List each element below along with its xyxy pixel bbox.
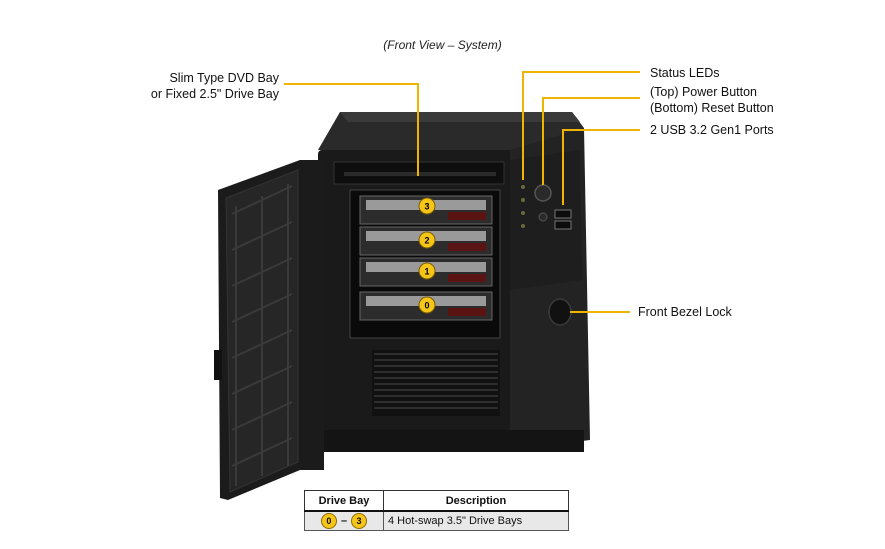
drive-badge-3: 3 (418, 197, 436, 215)
bezel-lock (548, 298, 572, 326)
power-button (534, 184, 552, 202)
legend-header-drive-bay: Drive Bay (304, 490, 384, 512)
badge-to: 3 (351, 513, 368, 529)
status-leds-callout-line (522, 71, 640, 180)
legend-row: 0–3 4 Hot-swap 3.5" Drive Bays (304, 510, 569, 531)
status-leds (521, 185, 525, 228)
status-leds-label: Status LEDs (650, 66, 720, 80)
power-button-label: (Top) Power Button (650, 85, 757, 99)
diagram-title: (Front View – System) (383, 38, 502, 52)
reset-button (538, 212, 548, 222)
legend-header-row: Drive Bay Description (304, 490, 569, 512)
drive-badge-0: 0 (418, 296, 436, 314)
vent-grille (374, 353, 498, 409)
badge-from: 0 (320, 513, 337, 529)
reset-button-label: (Bottom) Reset Button (650, 101, 774, 115)
drive-badge-2: 2 (418, 231, 436, 249)
drive-bay-legend-table: Drive Bay Description 0–3 4 Hot-swap 3.5… (304, 490, 569, 531)
legend-drive-range: 0–3 (304, 510, 384, 531)
range-separator: – (340, 514, 348, 527)
usb-callout-line (562, 129, 640, 205)
power-callout-line (542, 97, 640, 185)
legend-header-description: Description (383, 490, 569, 512)
svg-text:1: 1 (424, 267, 429, 277)
dvd-bay-label-line2: or Fixed 2.5" Drive Bay (150, 87, 279, 101)
dvd-bay-label: Slim Type DVD Bay or Fixed 2.5" Drive Ba… (120, 70, 279, 102)
drive-badge-1: 1 (418, 262, 436, 280)
svg-text:3: 3 (424, 202, 429, 212)
legend-description: 4 Hot-swap 3.5" Drive Bays (383, 510, 569, 531)
usb-ports (554, 209, 572, 230)
usb-ports-label: 2 USB 3.2 Gen1 Ports (650, 123, 774, 137)
dvd-callout-line (284, 83, 419, 176)
dvd-bay-label-line1: Slim Type DVD Bay (169, 71, 279, 85)
svg-text:0: 0 (424, 301, 429, 311)
power-reset-label: (Top) Power Button (Bottom) Reset Button (650, 84, 774, 116)
callout-lines (284, 71, 640, 313)
svg-text:2: 2 (424, 236, 429, 246)
bezel-lock-label: Front Bezel Lock (638, 305, 732, 319)
front-door (214, 160, 324, 500)
